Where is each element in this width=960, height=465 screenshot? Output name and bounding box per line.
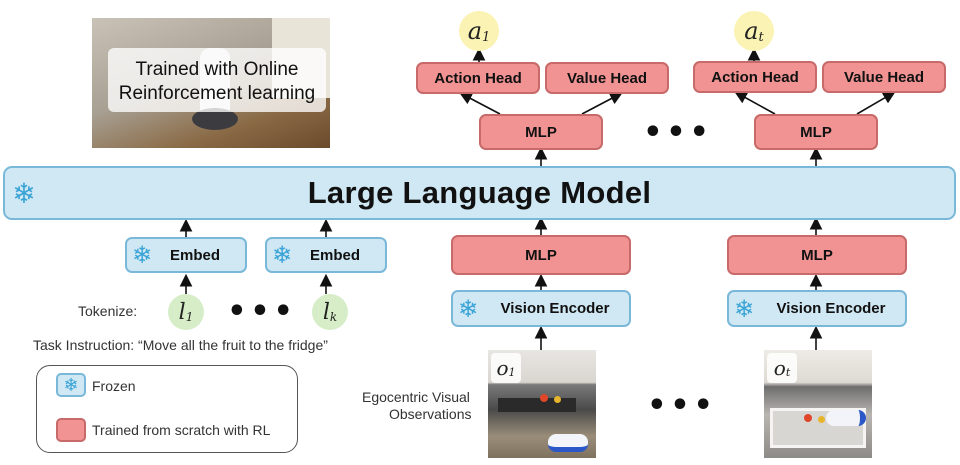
inset-robot-base	[192, 108, 238, 130]
embed-2-snowflake-icon: ❄	[271, 241, 293, 269]
task-instruction: Task Instruction: “Move all the fruit to…	[33, 337, 328, 353]
vision-mlp-2	[727, 235, 907, 275]
o1-counter-shape	[498, 398, 576, 412]
output-mlp-2-label: MLP	[800, 123, 832, 141]
embed-1-label: Embed	[169, 246, 220, 264]
llm-label: Large Language Model	[307, 175, 652, 210]
o1-symbol: o	[496, 356, 509, 380]
action-head-2	[693, 61, 817, 93]
at-subscript: t	[758, 29, 764, 45]
vision-mlp-2-label: MLP	[801, 246, 833, 264]
encoder-2-snowflake-icon: ❄	[733, 294, 755, 323]
legend-trained-label: Trained from scratch with RL	[92, 422, 271, 438]
encoder-1-snowflake-icon: ❄	[457, 294, 479, 323]
tokenize-label: Tokenize:	[78, 303, 138, 319]
vision-encoder-1-label: Vision Encoder	[500, 300, 610, 317]
ot-hand-shape	[826, 410, 866, 426]
action-head-1	[416, 62, 540, 94]
arrow-mlp2-action	[734, 91, 776, 115]
legend-box	[36, 365, 298, 453]
ot-fruit-1	[804, 414, 812, 422]
vision-mlp-1	[451, 235, 631, 275]
o1-fruit-2	[554, 396, 561, 403]
embed-1-snowflake-icon: ❄	[131, 241, 153, 269]
a1-subscript: 1	[482, 29, 491, 45]
ot-symbol: o	[773, 356, 786, 380]
action-head-2-label: Action Head	[711, 68, 799, 86]
vision-encoder-2-label: Vision Encoder	[776, 300, 886, 317]
inset-caption-line1: Trained with Online	[135, 59, 299, 80]
o1-fruit-1	[540, 394, 548, 402]
inset-caption-box	[108, 48, 326, 112]
at-symbol: a	[744, 17, 759, 45]
lk-symbol: l	[322, 299, 330, 325]
l1-symbol: l	[178, 299, 186, 325]
embed-2-label: Embed	[309, 246, 360, 264]
ot-label-box	[767, 353, 797, 383]
legend-frozen-label: Frozen	[92, 378, 136, 394]
llm-snowflake-icon: ❄	[12, 176, 36, 210]
embed-box-2	[265, 237, 387, 273]
output-mlp-1-label: MLP	[525, 123, 557, 141]
llm-bar	[3, 166, 956, 220]
legend-trained-swatch	[56, 418, 86, 442]
legend-frozen-icon: ❄	[56, 373, 86, 397]
arrow-mlp1-value	[581, 92, 623, 115]
observations-label-line1: Egocentric Visual	[362, 389, 470, 405]
bottom-ellipsis: •••	[647, 387, 717, 423]
o1-label-box	[491, 353, 521, 383]
lk-subscript: k	[329, 310, 338, 324]
vision-encoder-1	[451, 290, 631, 327]
arrow-mlp2-value	[856, 91, 896, 115]
vision-mlp-1-label: MLP	[525, 246, 557, 264]
inset-caption-line2: Reinforcement learning	[118, 83, 316, 104]
value-head-1	[545, 62, 669, 94]
inset-image: Trained with Online Reinforcement learni…	[92, 18, 330, 148]
o1-subscript: 1	[508, 365, 516, 379]
top-ellipsis: •••	[643, 114, 713, 150]
value-head-1-label: Value Head	[566, 69, 648, 87]
value-head-2	[822, 61, 946, 93]
observations-label-line2: Observations	[389, 406, 472, 422]
a1-symbol: a	[467, 17, 483, 45]
output-mlp-2	[754, 114, 878, 150]
ot-subscript: t	[785, 365, 791, 379]
ot-fruit-2	[818, 416, 825, 423]
action-head-1-label: Action Head	[434, 69, 522, 87]
arrow-mlp1-action	[459, 92, 501, 115]
l1-subscript: 1	[185, 310, 194, 324]
embed-box-1	[125, 237, 247, 273]
o1-hand-shape	[548, 434, 588, 452]
output-mlp-1	[479, 114, 603, 150]
vision-encoder-2	[727, 290, 907, 327]
value-head-2-label: Value Head	[843, 68, 925, 86]
token-ellipsis: •••	[227, 293, 297, 329]
